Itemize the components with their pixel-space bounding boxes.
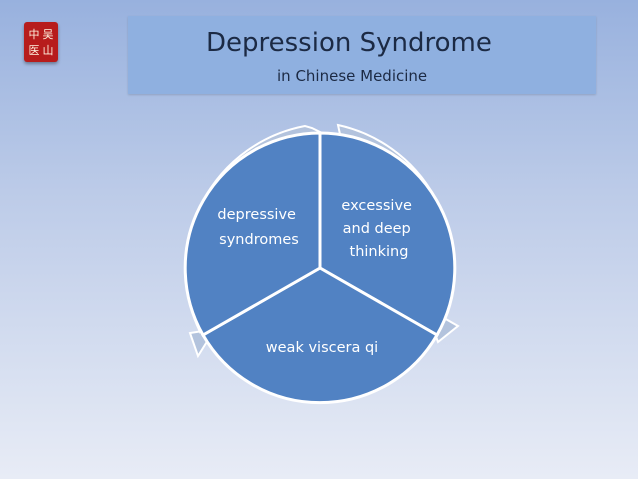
title-box: Depression Syndrome in Chinese Medicine — [128, 16, 596, 94]
segment-label-line: excessive — [341, 198, 412, 214]
segment-excessive-thinking — [318, 131, 457, 338]
segment-label-depressive-syndromes: depressive syndromes — [217, 207, 300, 248]
logo: 中 吴 医 山 — [24, 22, 58, 62]
segment-label-weak-viscera-qi: weak viscera qi — [266, 340, 378, 356]
segment-label-line: syndromes — [219, 232, 299, 248]
cycle-segments — [183, 131, 457, 405]
logo-glyphs: 中 吴 医 山 — [29, 28, 54, 57]
segment-label-line: weak viscera qi — [266, 340, 378, 356]
logo-glyph-2: 吴 — [43, 28, 54, 41]
segment-label-line: thinking — [350, 244, 409, 260]
segment-label-line: and deep — [343, 221, 411, 237]
logo-glyph-1: 中 — [29, 28, 40, 41]
segment-label-excessive-thinking: excessive and deep thinking — [341, 198, 416, 260]
logo-glyph-3: 医 — [29, 44, 40, 57]
page-subtitle: in Chinese Medicine — [277, 67, 428, 85]
logo-glyph-4: 山 — [43, 44, 54, 57]
segment-depressive-syndromes — [183, 131, 322, 338]
page-title: Depression Syndrome — [206, 28, 492, 58]
segment-label-line: depressive — [217, 207, 296, 223]
